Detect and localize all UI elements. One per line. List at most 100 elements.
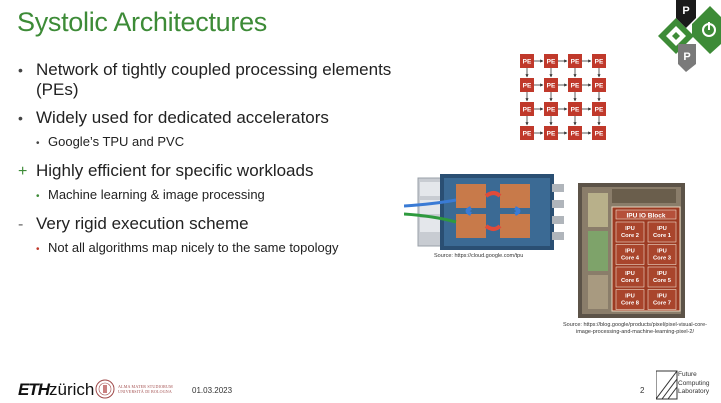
logo-letter-top: P — [682, 5, 689, 17]
fcl-line-2: Computing — [678, 379, 710, 387]
svg-text:PE: PE — [523, 59, 532, 66]
svg-text:Core 4: Core 4 — [621, 256, 640, 262]
pe-cell: PE — [568, 126, 582, 140]
unibo-line-2: UNIVERSITÀ DI BOLOGNA — [118, 389, 172, 394]
pe-cell: PE — [544, 78, 558, 92]
slide-title: Systolic Architectures — [17, 7, 267, 37]
svg-text:Core 6: Core 6 — [621, 278, 640, 284]
fcl-line-3: Laboratory — [678, 388, 710, 395]
svg-text:PE: PE — [571, 107, 580, 114]
logo-letter-bottom: P — [683, 51, 690, 63]
sub-bullet-text: Machine learning & image processing — [48, 187, 265, 202]
svg-text:IPU: IPU — [657, 294, 667, 300]
pe-cell: PE — [592, 54, 606, 68]
svg-text:PE: PE — [547, 59, 556, 66]
bullet-text: Highly efficient for specific workloads — [36, 161, 314, 180]
svg-text:IPU: IPU — [657, 271, 667, 277]
eth-logo-rest: zürich — [49, 380, 95, 399]
page-number: 2 — [640, 386, 645, 395]
svg-text:PE: PE — [523, 131, 532, 138]
pe-cell: PE — [592, 102, 606, 116]
bullet-marker: • — [18, 62, 23, 78]
bullet-2: • Widely used for dedicated accelerators — [18, 108, 418, 128]
pe-cell: PE — [520, 78, 534, 92]
pe-grid-diagram: PE PE PE PE PE PE PE PE PE PE PE PE PE PE PE PE — [518, 52, 612, 142]
svg-text:Core 2: Core 2 — [621, 233, 639, 239]
bullet-marker: • — [18, 110, 23, 126]
pe-cell: PE — [592, 78, 606, 92]
eth-logo-bold: ETH — [18, 380, 50, 399]
slide-date: 01.03.2023 — [192, 386, 233, 395]
svg-text:PE: PE — [571, 131, 580, 138]
chip-image-source: Source: https://blog.google/products/pix… — [563, 322, 707, 335]
pe-cell: PE — [568, 54, 582, 68]
sub-bullet-marker: • — [36, 191, 40, 202]
svg-text:Core 3: Core 3 — [653, 256, 672, 262]
svg-text:IPU: IPU — [657, 249, 667, 255]
svg-text:Core 8: Core 8 — [621, 301, 640, 307]
ipu-io-block-label: IPU IO Block — [626, 213, 665, 220]
fcl-mark-icon — [655, 370, 678, 400]
bullet-text: Very rigid execution scheme — [36, 214, 249, 233]
unibo-line-1: ALMA MATER STUDIORUM — [118, 384, 173, 389]
pe-cell: PE — [520, 102, 534, 116]
svg-text:PE: PE — [595, 131, 604, 138]
sub-bullet-2: • Google’s TPU and PVC — [36, 134, 418, 149]
sub-bullet-marker: • — [36, 244, 40, 255]
pe-cell: PE — [544, 102, 558, 116]
svg-text:PE: PE — [523, 107, 532, 114]
pe-cell: PE — [520, 54, 534, 68]
svg-text:PE: PE — [547, 83, 556, 90]
unibo-seal-icon — [95, 379, 115, 399]
pe-cell: PE — [568, 102, 582, 116]
svg-text:PE: PE — [547, 131, 556, 138]
sub-bullet-3: • Machine learning & image processing — [36, 187, 418, 202]
bullet-text: Network of tightly coupled processing el… — [36, 60, 392, 99]
svg-text:IPU: IPU — [657, 226, 667, 232]
pe-cell: PE — [592, 126, 606, 140]
svg-text:PE: PE — [523, 83, 532, 90]
pe-cell: PE — [520, 126, 534, 140]
svg-text:PE: PE — [571, 59, 580, 66]
eth-zurich-logo: ETHzürich — [18, 380, 94, 400]
svg-text:IPU: IPU — [625, 294, 635, 300]
bullet-text: Widely used for dedicated accelerators — [36, 108, 329, 127]
svg-text:PE: PE — [547, 107, 556, 114]
bullet-marker: + — [18, 163, 28, 180]
sub-bullet-marker: • — [36, 138, 40, 149]
unibo-logo: ALMA MATER STUDIORUM UNIVERSITÀ DI BOLOG… — [95, 379, 173, 399]
svg-text:Core 7: Core 7 — [653, 301, 671, 307]
svg-text:IPU: IPU — [625, 226, 635, 232]
bullet-4: - Very rigid execution scheme — [18, 214, 418, 234]
tpu-board-image — [403, 170, 566, 252]
sub-bullet-text: Google’s TPU and PVC — [48, 134, 185, 149]
svg-text:PE: PE — [595, 59, 604, 66]
bullet-1: • Network of tightly coupled processing … — [18, 60, 418, 100]
svg-text:IPU: IPU — [625, 249, 635, 255]
svg-text:IPU: IPU — [625, 271, 635, 277]
pe-cell: PE — [568, 78, 582, 92]
tpu-image-source: Source: https://cloud.google.com/tpu — [434, 253, 524, 259]
fcl-logo: Future Computing Laboratory — [655, 369, 716, 401]
svg-text:PE: PE — [595, 83, 604, 90]
pulp-logo: P P — [652, 0, 721, 72]
sub-bullet-4: • Not all algorithms map nicely to the s… — [36, 240, 418, 255]
sub-bullet-text: Not all algorithms map nicely to the sam… — [48, 240, 339, 255]
pe-cell: PE — [544, 126, 558, 140]
svg-text:Core 1: Core 1 — [653, 233, 672, 239]
bullet-marker: - — [18, 216, 24, 233]
bullet-list: • Network of tightly coupled processing … — [18, 60, 418, 267]
bullet-3: + Highly efficient for specific workload… — [18, 161, 418, 181]
pe-cell: PE — [544, 54, 558, 68]
svg-text:PE: PE — [595, 107, 604, 114]
